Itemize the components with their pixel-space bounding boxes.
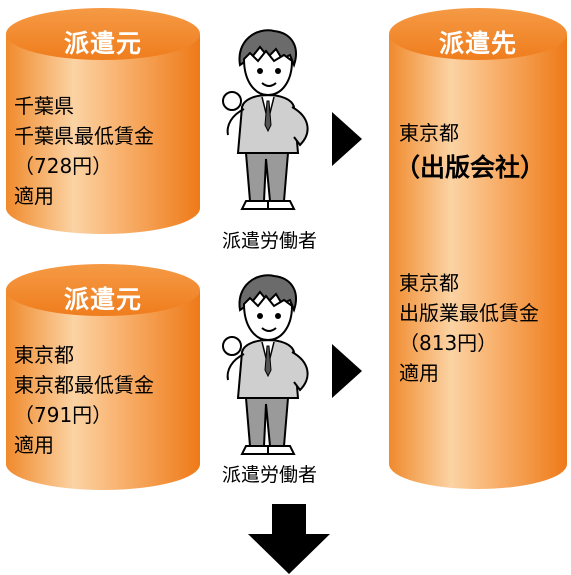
- dispatcher-wage-name: 東京都最低賃金: [14, 373, 154, 397]
- dispatcher-cylinder-1: 派遣元 千葉県 千葉県最低賃金 （728円） 適用: [4, 6, 202, 236]
- dispatcher-applied: 適用: [14, 184, 54, 208]
- destination-applied: 適用: [399, 361, 439, 385]
- dispatcher-title: 派遣元: [63, 29, 142, 58]
- worker-label-1: 派遣労働者: [222, 230, 318, 252]
- worker-figure-2: [212, 270, 322, 460]
- dispatcher-wage-amount: （728円）: [14, 154, 113, 178]
- dispatcher-info: 千葉県 千葉県最低賃金 （728円） 適用: [14, 91, 154, 211]
- arrow-right-icon: [332, 344, 362, 398]
- cylinder-shape: [6, 264, 200, 490]
- cylinder-shape: [389, 8, 567, 489]
- dispatcher-wage-name: 千葉県最低賃金: [14, 124, 154, 148]
- worker-figure-1: [212, 25, 322, 215]
- dispatcher-title: 派遣元: [63, 285, 142, 314]
- dispatcher-cylinder-2: 派遣元 東京都 東京都最低賃金 （791円） 適用: [4, 262, 202, 492]
- dispatcher-prefecture: 東京都: [14, 343, 74, 367]
- worker-icon: [222, 274, 309, 455]
- destination-company-info: 東京都 （出版会社）: [395, 118, 545, 188]
- dispatcher-wage-amount: （791円）: [14, 403, 113, 427]
- destination-wage-info: 東京都 出版業最低賃金 （813円） 適用: [399, 268, 539, 388]
- cylinder-shape: [6, 8, 200, 234]
- dispatcher-applied: 適用: [14, 433, 54, 457]
- dispatcher-prefecture: 千葉県: [14, 94, 74, 118]
- arrow-right-icon: [332, 112, 362, 166]
- destination-prefecture-2: 東京都: [399, 271, 459, 295]
- worker-icon: [222, 29, 309, 210]
- destination-title: 派遣先: [438, 29, 517, 58]
- destination-wage-amount: （813円）: [399, 331, 498, 355]
- worker-label-2: 派遣労働者: [222, 464, 318, 486]
- destination-prefecture: 東京都: [399, 121, 459, 145]
- arrow-down-icon: [248, 504, 330, 574]
- destination-cylinder: 派遣先 東京都 （出版会社） 東京都 出版業最低賃金 （813円） 適用: [387, 6, 569, 491]
- destination-wage-name: 出版業最低賃金: [399, 301, 539, 325]
- destination-company: （出版会社）: [395, 153, 546, 182]
- dispatcher-info: 東京都 東京都最低賃金 （791円） 適用: [14, 340, 154, 460]
